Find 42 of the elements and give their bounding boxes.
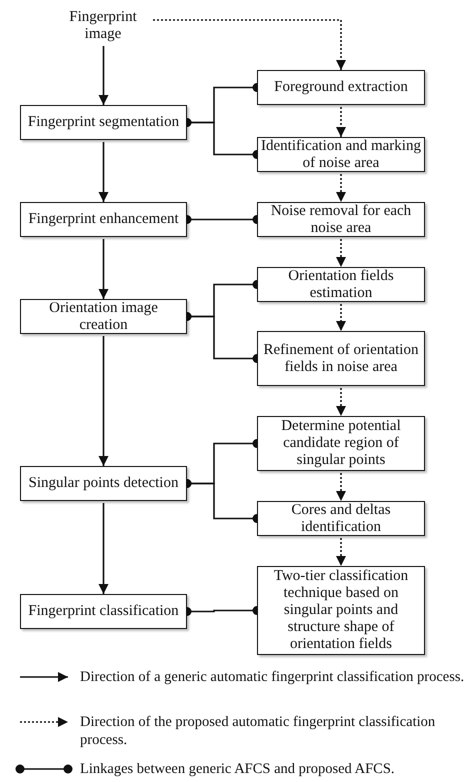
arrow [336,388,346,416]
box-label: Fingerprint classification [27,603,180,620]
process-box [20,466,187,501]
input-label: Fingerprint image [68,9,138,43]
box-label: Orientation fields estimation [287,268,395,302]
box-label: Cores and deltas identification [290,502,392,536]
box-label: Fingerprint segmentation [26,114,180,131]
box-label: Singular points detection [28,475,180,492]
process-box [257,416,425,471]
arrow [98,46,108,105]
box-label: Orientation image creation [48,300,159,334]
box-label: Noise removal for each noise area [270,202,412,236]
arrow [336,473,346,501]
arrow [336,174,346,202]
arrow [98,503,108,594]
box-label: Identification and marking of noise area [260,138,422,172]
arrow [336,304,346,331]
process-box [257,70,425,105]
process-box [20,105,187,140]
process-box [20,202,187,237]
box-label: Fingerprint enhancement [27,211,180,228]
process-box [257,267,425,302]
process-box [257,501,425,536]
arrow [98,336,108,466]
process-box [20,299,187,334]
process-box [257,566,425,655]
box-label: Determine potential candidate region of singular points [280,418,402,469]
arrow [336,538,346,566]
legend-text: Linkages between generic AFCS and proposed AFCS. [80,760,396,778]
process-box [257,331,425,386]
arrow [98,239,108,299]
legend-text: Direction of the proposed automatic fingerprint classification process. [80,713,436,749]
legend-text: Direction of a generic automatic fingerprint classification process. [80,668,466,686]
process-box [257,202,425,237]
process-box [20,594,187,629]
box-label: Refinement of orientation fields in noise area [262,342,420,376]
arrow [153,19,346,70]
arrow [336,239,346,267]
arrow [98,142,108,202]
box-label: Foreground extraction [273,79,409,96]
arrow [336,107,346,137]
box-label: Two-tier classification technique based on singular points and structure shape of orientation fields [272,568,410,653]
